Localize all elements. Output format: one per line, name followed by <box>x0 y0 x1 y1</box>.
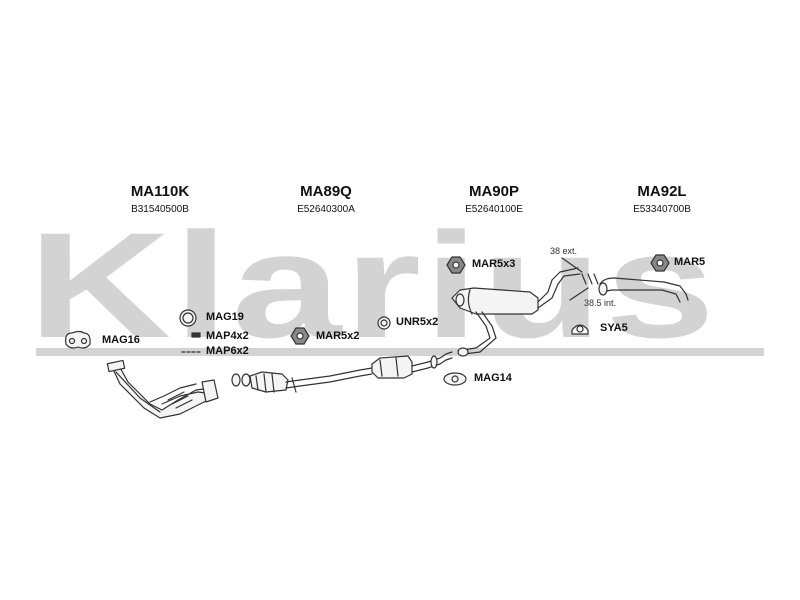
label-mar5x3: MAR5x3 <box>472 258 516 270</box>
front-section-ma89q <box>231 367 373 393</box>
mar5x3-mount-icon <box>446 256 466 274</box>
label-sya5: SYA5 <box>600 322 628 334</box>
mag16-gasket-icon <box>65 330 91 349</box>
rear-box-ma90p <box>451 267 581 357</box>
mag14-gasket-icon <box>443 372 467 386</box>
section-ma92l: MA92L E53340700B <box>592 183 732 216</box>
section-code: MA110K <box>130 183 190 200</box>
label-mag16: MAG16 <box>102 334 140 346</box>
label-mag14: MAG14 <box>474 372 512 384</box>
label-mag19: MAG19 <box>206 311 244 323</box>
note-external-diameter: 38 ext. <box>550 246 578 256</box>
label-map6x2: MAP6x2 <box>206 345 249 357</box>
section-code: MA92L <box>637 183 687 200</box>
label-unr5x2: UNR5x2 <box>396 316 439 328</box>
section-part-number: B31540500B <box>131 204 189 215</box>
unr5x2-ring-icon <box>377 316 391 330</box>
section-ma90p: MA90P E52640100E <box>424 183 564 216</box>
map4x2-bolt-icon <box>191 332 201 338</box>
sya5-clamp-icon <box>571 324 589 335</box>
tail-pipe-ma92l <box>598 277 689 303</box>
section-part-number: E53340700B <box>633 204 691 215</box>
pipe-break-marks <box>561 257 599 301</box>
section-code: MA89Q <box>300 183 352 200</box>
section-ma110k: MA110K B31540500B <box>90 183 230 216</box>
label-mar5: MAR5 <box>674 256 706 268</box>
section-ma89q: MA89Q E52640300A <box>256 183 396 216</box>
mar5-mount-icon <box>650 254 670 272</box>
mag19-ring-icon <box>179 309 197 327</box>
section-code: MA90P <box>468 183 520 200</box>
label-map4x2: MAP4x2 <box>206 330 249 342</box>
watermark-underline <box>36 348 764 356</box>
section-part-number: E52640100E <box>465 204 523 215</box>
mar5x2-mount-icon <box>290 327 310 345</box>
section-part-number: E52640300A <box>297 204 355 215</box>
note-internal-diameter: 38.5 int. <box>584 298 617 308</box>
front-pipe-ma110k <box>106 359 219 419</box>
label-mar5x2: MAR5x2 <box>316 330 360 342</box>
middle-silencer <box>371 351 453 379</box>
